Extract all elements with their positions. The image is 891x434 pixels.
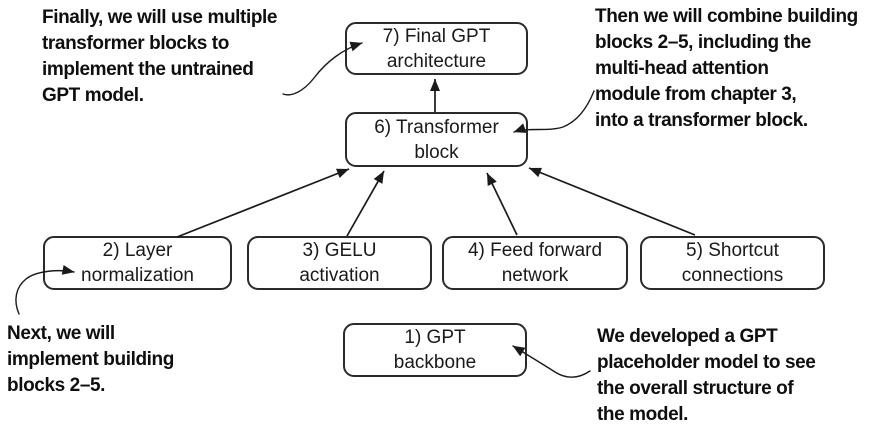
box-label-line: 3) GELU (302, 240, 377, 261)
box-label-line: 1) GPT (404, 327, 466, 348)
note-bottom-right: We developed a GPT placeholder model to … (597, 324, 816, 428)
box-transformer-block: 6) Transformer block (345, 112, 528, 167)
box-label-line: 5) Shortcut (686, 240, 779, 261)
box-label-line: backbone (393, 352, 477, 373)
note-line: We developed a GPT (597, 326, 778, 347)
note-line: into a transformer block. (595, 110, 808, 131)
note-line: Finally, we will use multiple (42, 7, 278, 28)
box-gelu-activation: 3) GELU activation (247, 236, 432, 290)
box-label-line: normalization (81, 265, 194, 286)
box-label-line: architecture (386, 50, 487, 72)
note-line: Then we will combine building (595, 6, 858, 27)
note-top-right: Then we will combine building blocks 2–5… (595, 4, 858, 134)
box-gpt-backbone: 1) GPT backbone (343, 323, 527, 377)
note-bottom-left: Next, we will implement building blocks … (7, 321, 174, 399)
note-top-left: Finally, we will use multiple transforme… (42, 5, 278, 109)
note-line: the overall structure of (597, 378, 794, 399)
box-final-gpt-architecture: 7) Final GPT architecture (345, 22, 528, 75)
arrow-shortcut-to-transformer-block (528, 167, 696, 236)
arrow-gelu-to-transformer-block (346, 170, 385, 237)
note-line: module from chapter 3, (595, 84, 797, 105)
box-label-line: 2) Layer (102, 240, 173, 261)
box-label-line: network (501, 265, 569, 286)
box-label-line: activation (299, 265, 380, 286)
note-line: placeholder model to see (597, 352, 816, 373)
note-line: the model. (597, 404, 689, 425)
note-line: blocks 2–5. (7, 375, 106, 396)
note-line: implement building (7, 349, 174, 370)
arrow-feed-forward-to-transformer-block (486, 172, 518, 236)
note-line: GPT model. (42, 85, 144, 106)
box-layer-normalization: 2) Layer normalization (43, 236, 232, 290)
note-line: multi-head attention (595, 58, 769, 79)
note-line: implement the untrained (42, 59, 254, 80)
box-feed-forward-network: 4) Feed forward network (442, 236, 628, 290)
box-label-line: 6) Transformer (374, 116, 499, 138)
box-label-line: block (414, 141, 459, 163)
box-label-line: 7) Final GPT (382, 25, 491, 47)
note-line: Next, we will (7, 323, 115, 344)
note-line: blocks 2–5, including the (595, 32, 811, 53)
box-label-line: 4) Feed forward (467, 240, 603, 261)
note-line: transformer blocks to (42, 33, 229, 54)
box-shortcut-connections: 5) Shortcut connections (640, 236, 825, 290)
box-label-line: connections (681, 265, 784, 286)
arrow-layer-norm-to-transformer-block (176, 168, 350, 238)
